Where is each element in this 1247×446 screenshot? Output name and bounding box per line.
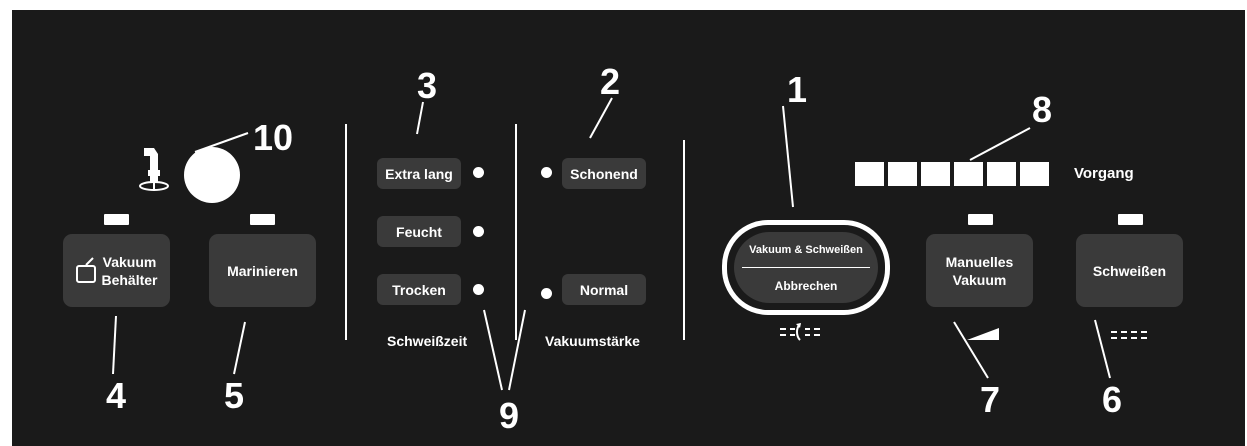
- schonend-button[interactable]: Schonend: [562, 158, 646, 189]
- leader-line-1: [782, 105, 794, 208]
- control-panel: 1 2 3 4 5 6 7 8 9 10: [12, 10, 1245, 446]
- progress-segment: [921, 162, 950, 186]
- callout-8: 8: [1031, 89, 1053, 130]
- callout-4: 4: [105, 375, 127, 416]
- leader-line-9b: [508, 309, 526, 391]
- port-circle: [184, 147, 240, 203]
- marinieren-label: Marinieren: [227, 262, 298, 279]
- leader-line-4: [112, 315, 117, 375]
- main-button-ring: Vakuum & Schweißen Abbrechen: [722, 220, 890, 315]
- progress-bar: [855, 162, 1049, 186]
- feucht-label: Feucht: [396, 223, 442, 240]
- callout-7: 7: [979, 379, 1001, 420]
- abbrechen-button[interactable]: Abbrechen: [774, 278, 838, 293]
- leader-line-6: [1094, 319, 1111, 379]
- schweissen-label: Schweißen: [1092, 262, 1167, 279]
- container-icon: [76, 257, 96, 283]
- vakuum-behaelter-button[interactable]: Vakuum Behälter: [63, 234, 170, 307]
- normal-led: [541, 288, 552, 299]
- rotate-arrow-icon: [780, 323, 820, 341]
- progress-segment: [954, 162, 983, 186]
- feucht-led: [473, 226, 484, 237]
- progress-segment: [855, 162, 884, 186]
- marinieren-button[interactable]: Marinieren: [209, 234, 316, 307]
- extra-lang-button[interactable]: Extra lang: [377, 158, 461, 189]
- manuelles-vakuum-label: Manuelles Vakuum: [945, 253, 1014, 288]
- normal-button[interactable]: Normal: [562, 274, 646, 305]
- callout-2: 2: [599, 61, 621, 102]
- main-button[interactable]: Vakuum & Schweißen Abbrechen: [734, 232, 878, 303]
- schonend-led: [541, 167, 552, 178]
- callout-1: 1: [786, 69, 808, 110]
- leader-lines: [112, 97, 1111, 391]
- leader-line-9a: [483, 309, 503, 391]
- manuelles-vakuum-button[interactable]: Manuelles Vakuum: [926, 234, 1033, 307]
- trocken-led: [473, 284, 484, 295]
- progress-segment: [1020, 162, 1049, 186]
- indicator-marinieren: [250, 214, 275, 225]
- vakuum-schweissen-button[interactable]: Vakuum & Schweißen: [749, 243, 863, 256]
- indicator-manuelles-vakuum: [968, 214, 993, 225]
- vakuumstaerke-label: Vakuumstärke: [545, 333, 640, 349]
- schonend-label: Schonend: [570, 165, 638, 182]
- leader-line-3: [416, 101, 424, 135]
- feucht-button[interactable]: Feucht: [377, 216, 461, 247]
- vorgang-label: Vorgang: [1074, 165, 1134, 182]
- main-button-divider: [742, 267, 870, 268]
- indicator-schweissen: [1118, 214, 1143, 225]
- schweisszeit-label: Schweißzeit: [387, 333, 468, 349]
- trocken-label: Trocken: [392, 281, 446, 298]
- indicator-vakuum-behaelter: [104, 214, 129, 225]
- callout-10: 10: [252, 117, 294, 158]
- suction-port-icon: [139, 148, 169, 191]
- progress-segment: [888, 162, 917, 186]
- callout-5: 5: [223, 375, 245, 416]
- callout-9: 9: [498, 395, 520, 436]
- extra-lang-label: Extra lang: [385, 165, 453, 182]
- leader-line-8: [969, 127, 1031, 161]
- callout-6: 6: [1101, 379, 1123, 420]
- divider-middle: [515, 124, 517, 340]
- divider-left: [345, 124, 347, 340]
- vakuum-behaelter-label: Vakuum Behälter: [101, 253, 158, 288]
- normal-label: Normal: [579, 281, 629, 298]
- seal-dashes-icon: [1111, 331, 1147, 339]
- trocken-button[interactable]: Trocken: [377, 274, 461, 305]
- extra-lang-led: [473, 167, 484, 178]
- leader-line-7: [953, 321, 989, 379]
- divider-right: [683, 140, 685, 340]
- progress-segment: [987, 162, 1016, 186]
- schweissen-button[interactable]: Schweißen: [1076, 234, 1183, 307]
- ramp-icon: [967, 328, 999, 340]
- callout-3: 3: [416, 65, 438, 106]
- leader-line-2: [589, 97, 613, 139]
- leader-line-5: [233, 321, 246, 375]
